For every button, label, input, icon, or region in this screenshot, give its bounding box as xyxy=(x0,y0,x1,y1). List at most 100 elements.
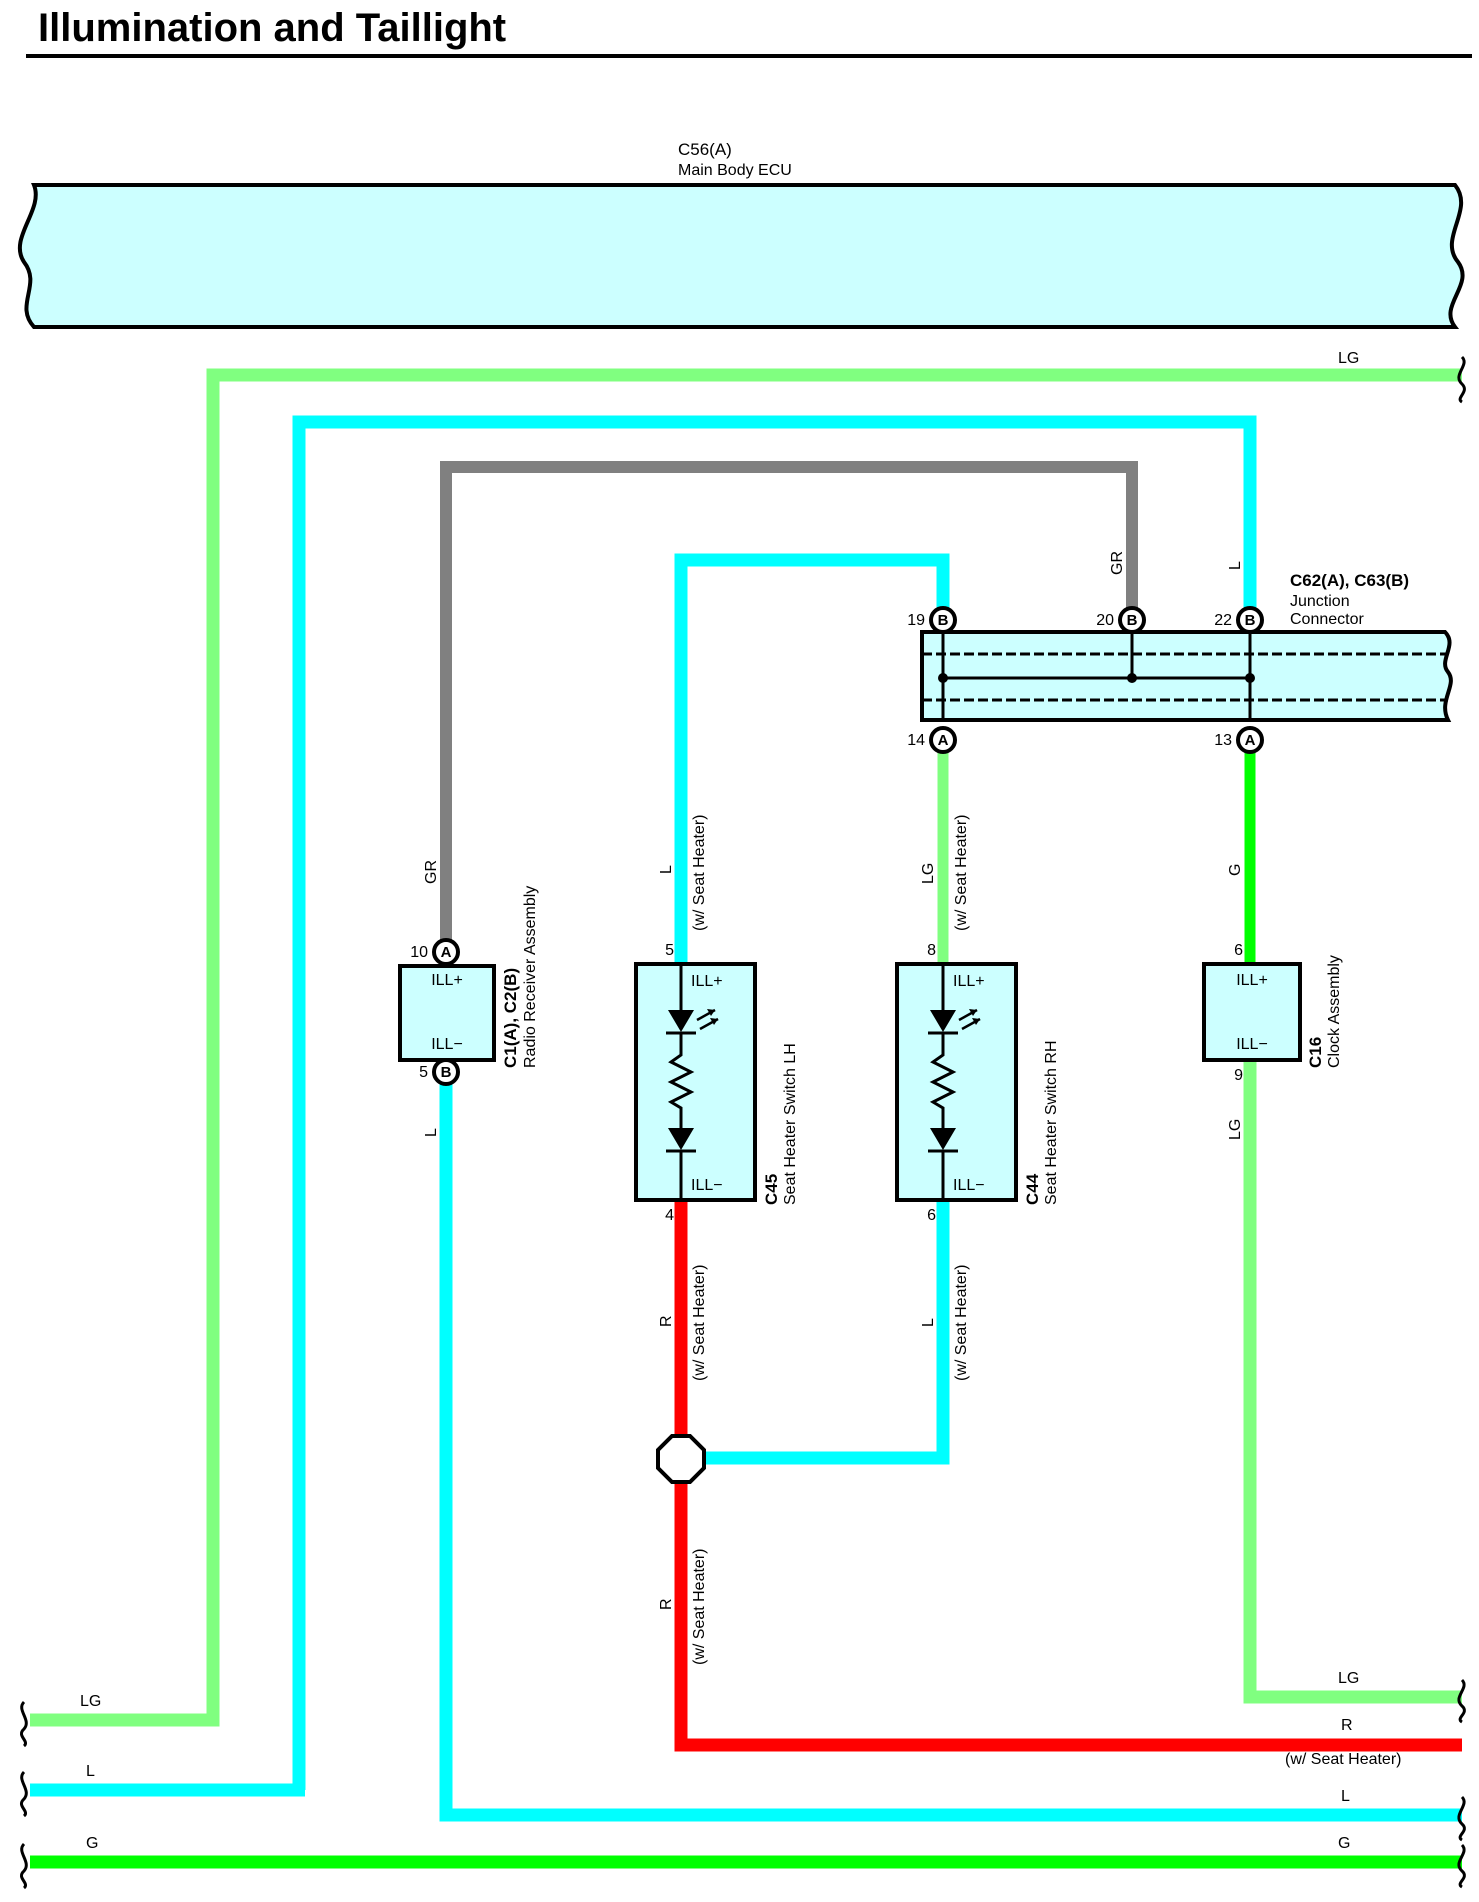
seat-rh-connector-label: C44 xyxy=(1023,1173,1042,1205)
junction-name-line2: Connector xyxy=(1290,611,1364,628)
junction-pin-19: B 19 xyxy=(907,606,957,634)
seat-heater-switch-lh[interactable]: ILL+ ILL− 5 4 C45 Seat Heater Switch LH xyxy=(634,942,799,1224)
seat-rh-name-label: Seat Heater Switch RH xyxy=(1043,1040,1060,1205)
svg-text:14: 14 xyxy=(907,732,925,749)
splice-point[interactable] xyxy=(656,1434,706,1484)
seat-rh-led-icon xyxy=(928,966,981,1035)
label-left-g: G xyxy=(86,1835,98,1852)
label-r-lh-bottom: R xyxy=(658,1315,675,1327)
wire-l-lh-top xyxy=(674,553,950,962)
ecu-body xyxy=(17,183,1465,329)
clock-name-label: Clock Assembly xyxy=(1326,955,1343,1068)
svg-text:A: A xyxy=(441,944,452,961)
seat-lh-pin-top: 5 xyxy=(665,942,674,959)
wire-r-lh xyxy=(674,1200,1462,1752)
main-body-ecu[interactable]: C56(A) Main Body ECU xyxy=(17,140,1465,329)
label-right-l: L xyxy=(1341,1788,1350,1805)
wire-l-radio xyxy=(439,1072,1462,1822)
junction-node-22 xyxy=(1245,673,1255,683)
label-rh-bottom-condition: (w/ Seat Heater) xyxy=(953,1265,970,1381)
wire-gr xyxy=(440,461,1138,952)
ecu-connector-label: C56(A) xyxy=(678,140,732,159)
label-gr-radio: GR xyxy=(423,860,440,884)
junction-name-line1: Junction xyxy=(1290,593,1350,610)
svg-text:B: B xyxy=(1245,612,1256,629)
radio-receiver-assembly[interactable]: ILL+ ILL− A 10 B 5 C1(A), C2(B) Radio Re… xyxy=(398,886,539,1086)
ecu-name-label: Main Body ECU xyxy=(678,162,792,179)
label-l-lh-top: L xyxy=(658,865,675,874)
label-l-radio: L xyxy=(423,1128,440,1137)
seat-rh-pin-top: 8 xyxy=(927,942,936,959)
seat-heater-switch-rh[interactable]: ILL+ ILL− 8 6 C44 Seat Heater Switch RH xyxy=(895,942,1060,1224)
break-mark-right-lg xyxy=(1457,1678,1466,1724)
wire-l-rh xyxy=(681,1200,950,1465)
radio-pin-top: A 10 xyxy=(410,938,460,966)
break-mark-right-g xyxy=(1457,1843,1466,1889)
label-lg-clock: LG xyxy=(1227,1119,1244,1140)
seat-lh-name-label: Seat Heater Switch LH xyxy=(782,1043,799,1205)
label-lg-rh-top: LG xyxy=(920,863,937,884)
break-mark-left-l xyxy=(19,1770,28,1818)
svg-text:13: 13 xyxy=(1214,732,1232,749)
radio-ill-minus: ILL− xyxy=(431,1036,463,1053)
junction-body xyxy=(920,630,1453,722)
clock-connector-label: C16 xyxy=(1306,1037,1325,1068)
label-left-l: L xyxy=(86,1763,95,1780)
svg-text:B: B xyxy=(938,612,949,629)
svg-text:A: A xyxy=(1245,732,1256,749)
radio-ill-plus: ILL+ xyxy=(431,972,463,989)
seat-lh-ill-minus: ILL− xyxy=(691,1177,723,1194)
seat-lh-diode-icon xyxy=(666,1128,696,1198)
label-g-clock: G xyxy=(1227,864,1244,876)
junction-pin-13: A 13 xyxy=(1214,726,1264,754)
break-mark-left-g xyxy=(19,1842,28,1890)
label-lower-condition: (w/ Seat Heater) xyxy=(691,1549,708,1665)
label-right-lg: LG xyxy=(1338,1670,1359,1687)
clock-assembly[interactable]: ILL+ ILL− 6 9 C16 Clock Assembly xyxy=(1202,942,1343,1084)
seat-lh-body xyxy=(634,962,757,1202)
seat-lh-resistor-icon xyxy=(667,1033,695,1128)
seat-lh-connector-label: C45 xyxy=(762,1174,781,1205)
wire-l-main xyxy=(292,415,1257,1790)
junction-pin-20: B 20 xyxy=(1096,606,1146,634)
svg-text:10: 10 xyxy=(410,944,428,961)
seat-rh-diode-icon xyxy=(928,1128,958,1198)
wires xyxy=(30,368,1462,1869)
label-top-lg: LG xyxy=(1338,350,1359,367)
junction-connector-label: C62(A), C63(B) xyxy=(1290,571,1409,590)
clock-ill-plus: ILL+ xyxy=(1236,972,1268,989)
label-left-lg: LG xyxy=(80,1693,101,1710)
clock-pin-top: 6 xyxy=(1234,942,1243,959)
label-right-r: R xyxy=(1341,1717,1353,1734)
label-gr-top: GR xyxy=(1109,551,1126,575)
radio-pin-bottom: B 5 xyxy=(419,1058,460,1086)
seat-lh-ill-plus: ILL+ xyxy=(691,973,723,990)
svg-text:20: 20 xyxy=(1096,612,1114,629)
wire-labels: LG GR L GR L L (w/ Seat Heater) LG (w/ S… xyxy=(80,350,1401,1852)
label-lh-bottom-condition: (w/ Seat Heater) xyxy=(691,1265,708,1381)
label-lh-top-condition: (w/ Seat Heater) xyxy=(691,815,708,931)
clock-pin-bottom: 9 xyxy=(1234,1067,1243,1084)
junction-node-20 xyxy=(1127,673,1137,683)
label-rh-top-condition: (w/ Seat Heater) xyxy=(953,815,970,931)
label-l-rh-bottom: L xyxy=(920,1318,937,1327)
radio-name-label: Radio Receiver Assembly xyxy=(522,886,539,1068)
title-divider xyxy=(26,54,1472,58)
seat-rh-ill-plus: ILL+ xyxy=(953,973,985,990)
label-right-r-condition: (w/ Seat Heater) xyxy=(1285,1751,1401,1768)
seat-rh-ill-minus: ILL− xyxy=(953,1177,985,1194)
wire-lg-clock xyxy=(1243,1060,1462,1704)
seat-lh-pin-bottom: 4 xyxy=(665,1207,674,1224)
page-title: Illumination and Taillight xyxy=(38,6,507,50)
svg-text:B: B xyxy=(1127,612,1138,629)
break-marks xyxy=(19,355,1466,1890)
break-mark-left-lg xyxy=(19,1700,28,1748)
junction-connector[interactable]: C62(A), C63(B) Junction Connector B 19 B… xyxy=(907,571,1453,754)
junction-pin-14: A 14 xyxy=(907,726,957,754)
wire-lg-main xyxy=(30,368,1462,1727)
svg-text:A: A xyxy=(938,732,949,749)
label-right-g: G xyxy=(1338,1835,1350,1852)
break-mark-right-l xyxy=(1457,1795,1466,1842)
label-l-top: L xyxy=(1227,561,1244,570)
